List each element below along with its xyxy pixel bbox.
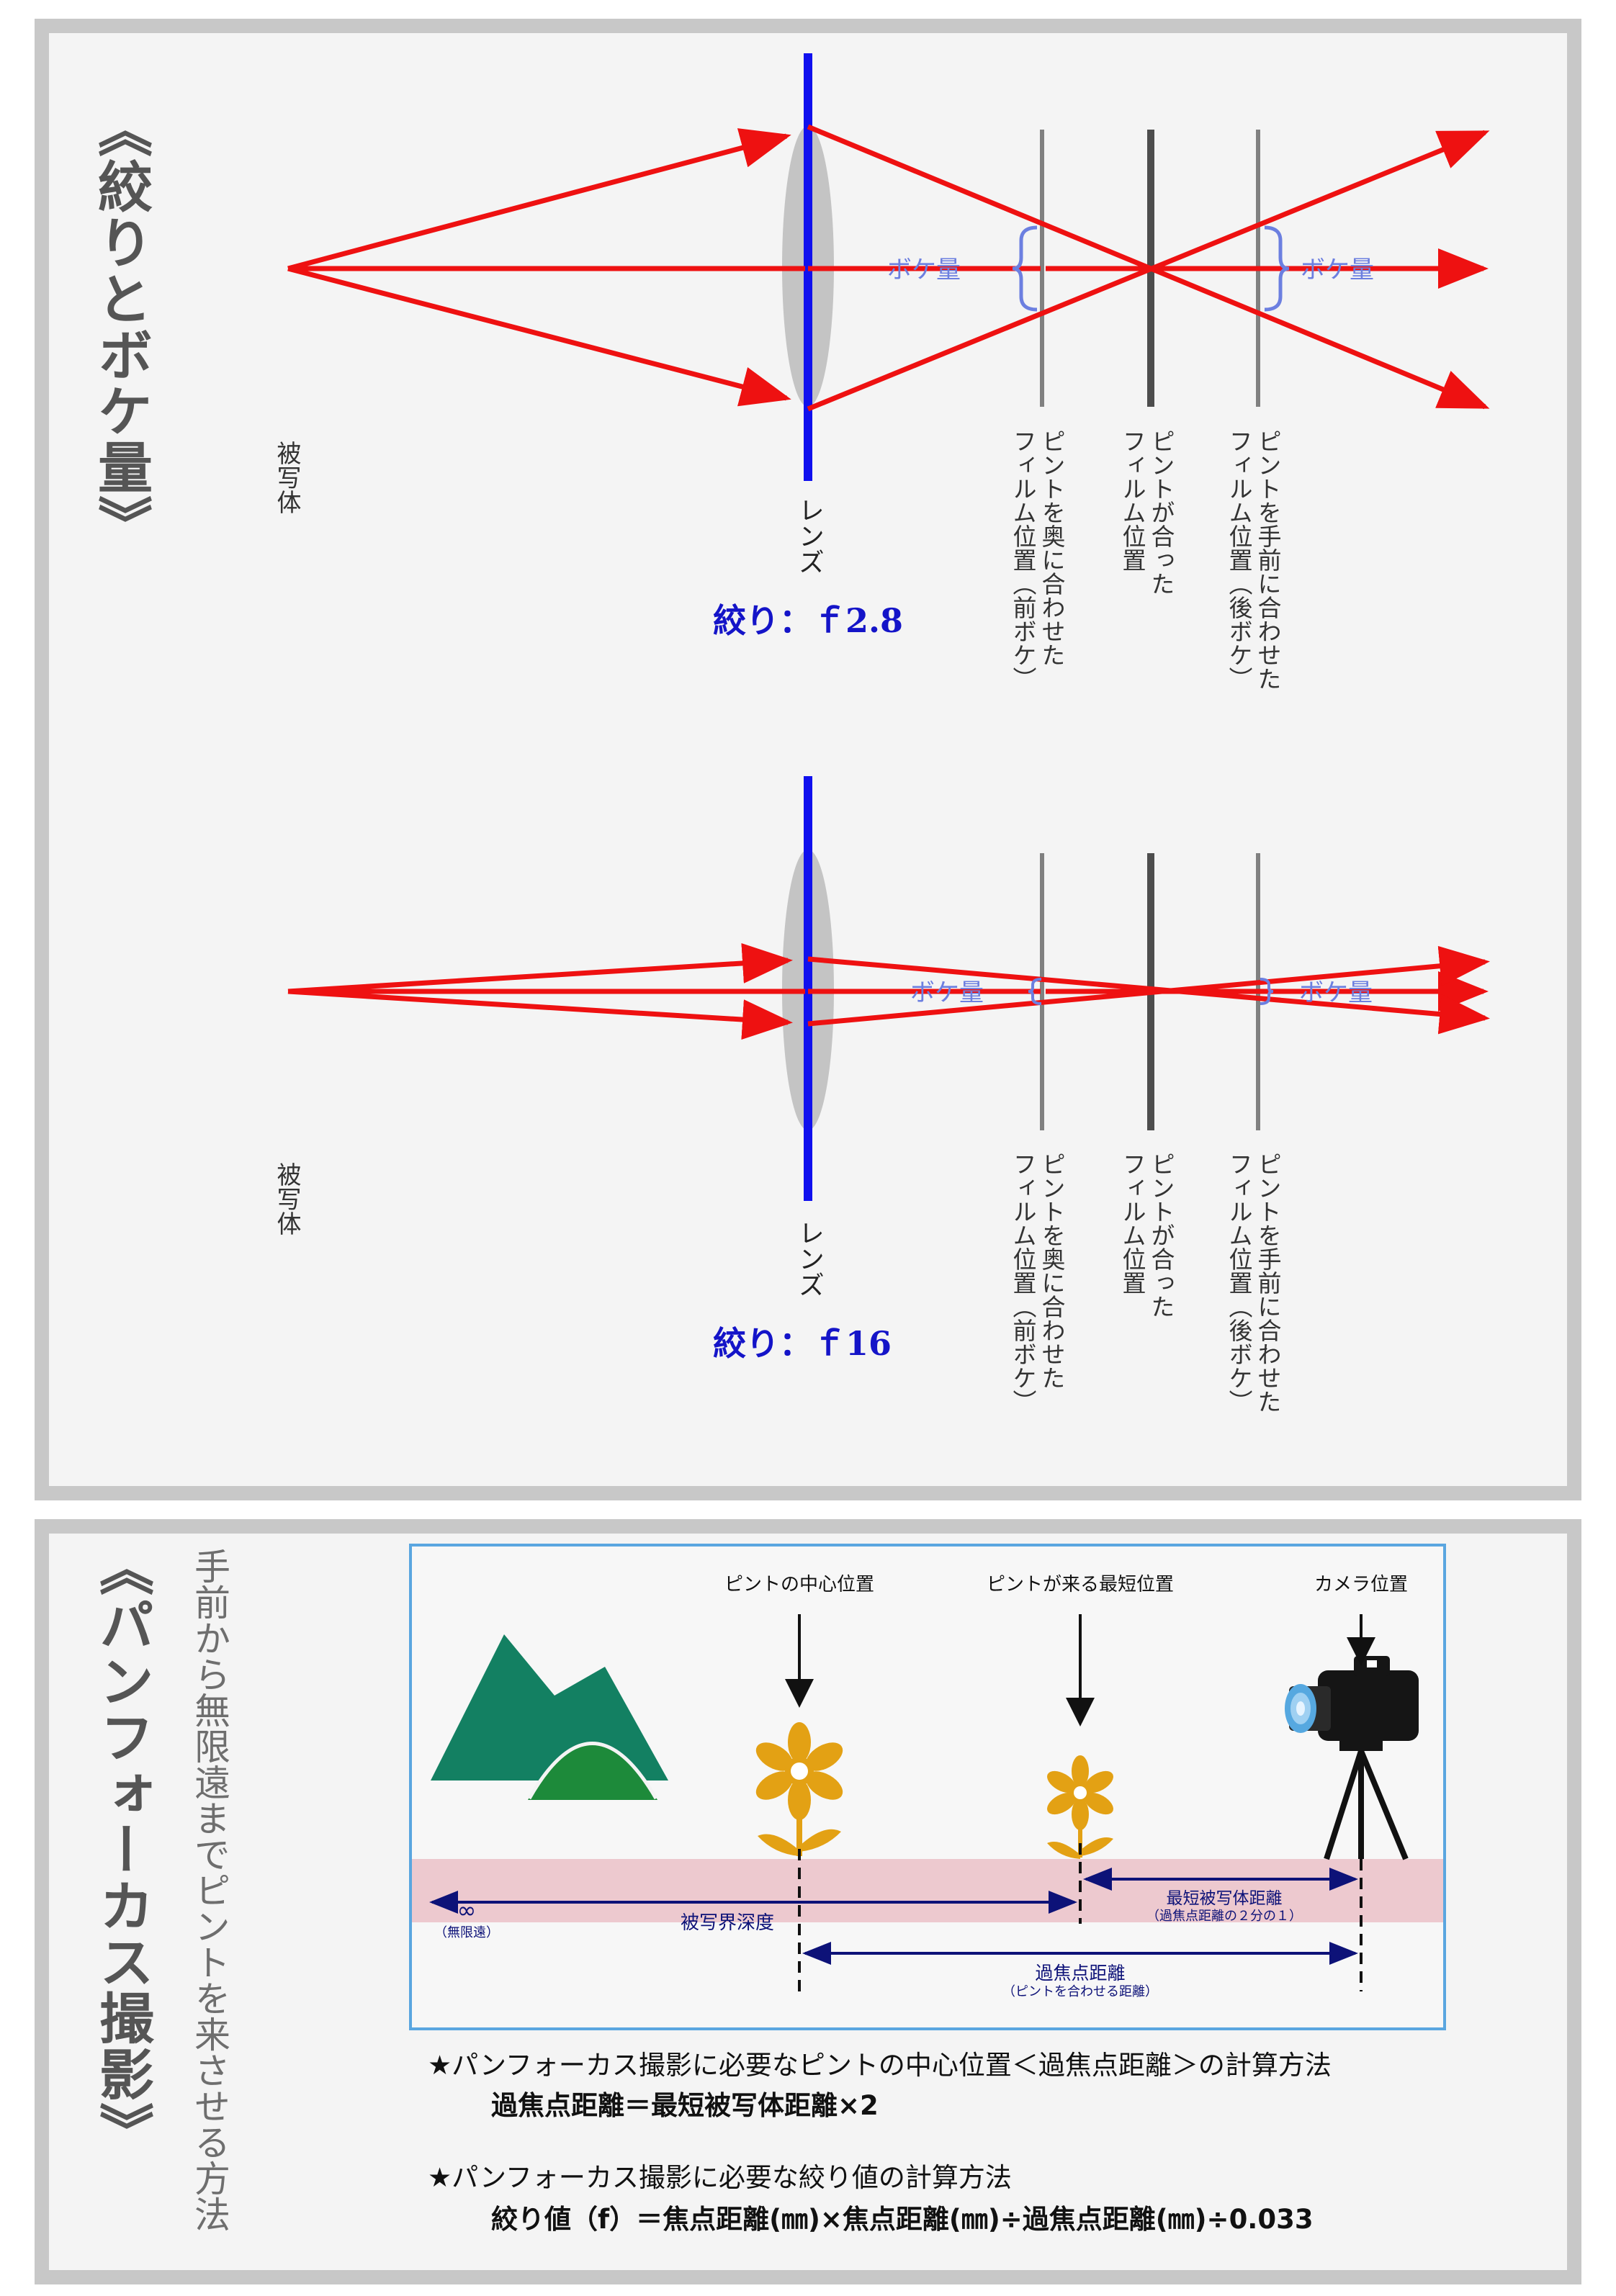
lens-label: レンズ	[794, 497, 824, 575]
bokeh-amount-label-left: ボケ量	[910, 978, 984, 1007]
film-position-back-label: ピントを奥に合わせた フィルム位置（前ボケ）	[1009, 1152, 1066, 1413]
subject-label: 被写体	[272, 441, 301, 514]
film-position-focus-label: ピントが合った フィルム位置	[1118, 1152, 1175, 1318]
subject-label: 被写体	[272, 1162, 301, 1235]
aperture-label: 絞り：ｆ16	[713, 1324, 892, 1363]
bokeh-amount-label-right: ボケ量	[1299, 978, 1373, 1007]
hyperfocal-label: 過焦点距離	[1035, 1963, 1126, 1984]
bokeh-brace-right	[1264, 225, 1290, 312]
pan-focus-illustration-frame	[409, 1544, 1446, 2030]
center-focus-label: ピントの中心位置	[724, 1574, 874, 1595]
film-position-front-label: ピントを手前に合わせた フィルム位置（後ボケ）	[1225, 1152, 1282, 1413]
panel-title-aperture-bokeh: 《絞りとボケ量》	[89, 102, 153, 552]
min-distance-note: （過焦点距離の２分の１）	[1146, 1909, 1302, 1924]
bokeh-amount-label-left: ボケ量	[887, 256, 961, 284]
film-position-focus-label: ピントが合った フィルム位置	[1118, 429, 1175, 595]
film-position-front-label: ピントを手前に合わせた フィルム位置（後ボケ）	[1225, 429, 1282, 690]
formula1-text: 過焦点距離＝最短被写体距離×2	[491, 2090, 879, 2121]
bokeh-brace-left	[1012, 225, 1038, 312]
light-rays	[287, 124, 1490, 412]
panel-title-pan-focus: 《パンフォーカス撮影》	[90, 1541, 154, 2158]
formula2-heading: ★パンフォーカス撮影に必要な絞り値の計算方法	[428, 2162, 1012, 2193]
hyperfocal-note: （ピントを合わせる距離）	[1002, 1984, 1158, 1999]
bokeh-brace-left	[1028, 978, 1042, 1005]
infinity-note: （無限遠）	[434, 1925, 499, 1940]
aperture-diagrams	[287, 53, 1490, 1201]
bokeh-amount-label-right: ボケ量	[1301, 256, 1374, 284]
diagram-f16	[287, 776, 1490, 1201]
film-position-back-label: ピントを奥に合わせた フィルム位置（前ボケ）	[1009, 429, 1066, 690]
camera-position-label: カメラ位置	[1314, 1574, 1408, 1595]
dof-label: 被写界深度	[680, 1912, 774, 1934]
diagram-f2-8	[287, 53, 1490, 481]
min-focus-label: ピントが来る最短位置	[986, 1574, 1174, 1595]
min-distance-label: 最短被写体距離	[1166, 1889, 1283, 1908]
aperture-label: 絞り：ｆ2.8	[713, 601, 904, 640]
infinity-symbol: ∞	[457, 1896, 477, 1924]
light-rays	[287, 942, 1490, 1040]
lens-label: レンズ	[794, 1220, 824, 1297]
bokeh-brace-right	[1260, 978, 1274, 1005]
panel-subtitle: 手前から無限遠までピントを来させる方法	[189, 1548, 230, 2232]
formula2-text: 絞り値（f）＝焦点距離(㎜)×焦点距離(㎜)÷過焦点距離(㎜)÷0.033	[491, 2204, 1314, 2235]
formula1-heading: ★パンフォーカス撮影に必要なピントの中心位置＜過焦点距離＞の計算方法	[428, 2050, 1332, 2081]
